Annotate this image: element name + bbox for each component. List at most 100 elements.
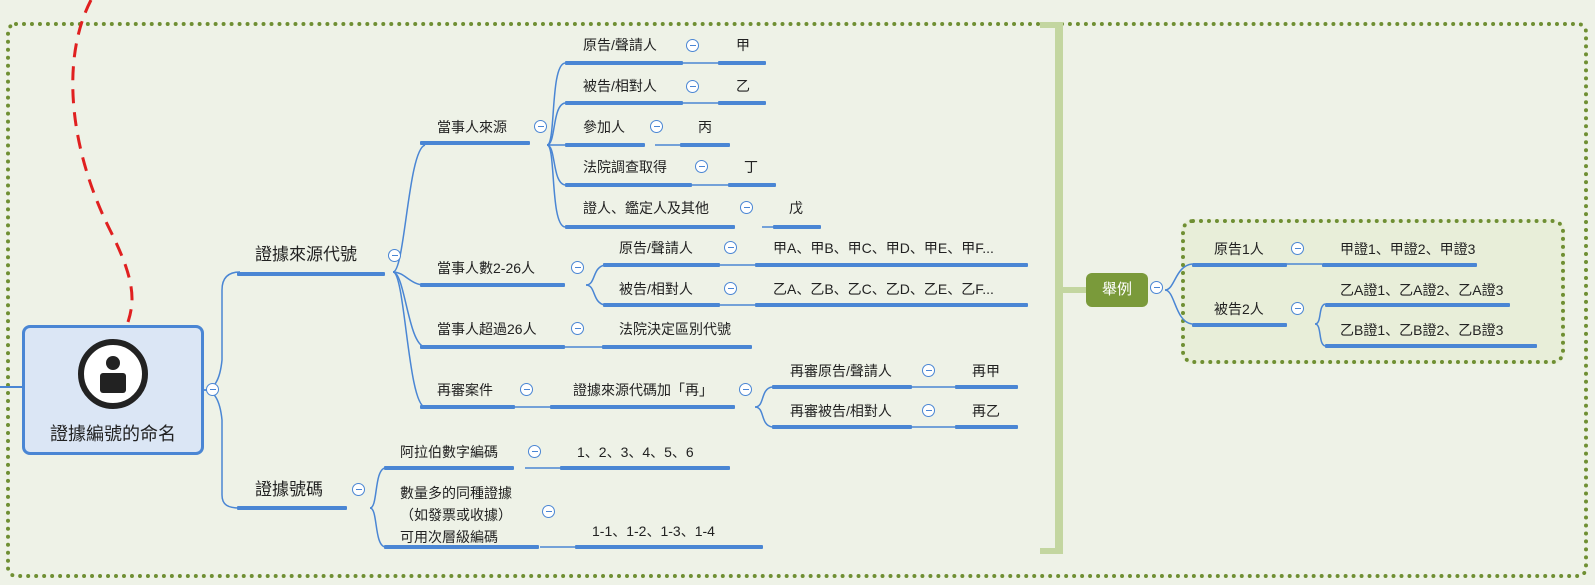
topic-underline	[718, 61, 766, 65]
collapse-retrial-sub[interactable]	[739, 383, 752, 396]
topic-underline	[773, 225, 821, 229]
collapse-evidence-number[interactable]	[352, 483, 365, 496]
topic-underline	[772, 425, 912, 429]
topic-party-count[interactable]: 當事人數2-26人	[437, 260, 536, 276]
topic-evidence-number[interactable]: 證據號碼	[255, 480, 323, 499]
party-count-item[interactable]: 原告/聲請人	[619, 240, 693, 256]
relationship-line	[71, 0, 134, 323]
party-source-item[interactable]: 參加人	[583, 119, 625, 135]
party-source-item[interactable]: 證人、鑑定人及其他	[583, 200, 709, 216]
summary-bracket	[1055, 22, 1063, 554]
party-count-item[interactable]: 被告/相對人	[619, 281, 693, 297]
topic-underline	[420, 405, 515, 409]
retrial-item[interactable]: 再審被告/相對人	[790, 403, 892, 419]
collapse-item[interactable]	[724, 282, 737, 295]
topic-underline	[420, 141, 530, 145]
topic-underline	[755, 303, 1028, 307]
example-defendant-value[interactable]: 乙A證1、乙A證2、乙A證3	[1340, 282, 1504, 298]
collapse-item[interactable]	[740, 201, 753, 214]
topic-underline	[237, 506, 347, 510]
collapse-item[interactable]	[686, 80, 699, 93]
topic-underline	[420, 283, 565, 287]
collapse-root[interactable]	[206, 383, 219, 396]
collapse-item[interactable]	[724, 241, 737, 254]
topic-underline	[420, 345, 565, 349]
topic-underline	[603, 263, 720, 267]
party-source-item[interactable]: 法院調查取得	[583, 159, 667, 175]
collapse-example[interactable]	[1150, 281, 1163, 294]
collapse-item[interactable]	[922, 364, 935, 377]
retrial-sub-topic[interactable]: 證據來源代碼加「再」	[573, 382, 713, 398]
collapse-example-defendant[interactable]	[1291, 302, 1304, 315]
topic-underline	[575, 545, 763, 549]
topic-underline	[1325, 303, 1510, 307]
summary-bracket-top	[1040, 22, 1063, 28]
party-code[interactable]: 戊	[789, 200, 803, 216]
retrial-code[interactable]: 再甲	[972, 363, 1000, 379]
topic-underline	[755, 263, 1028, 267]
topic-underline	[384, 466, 514, 470]
example-topic[interactable]: 舉例	[1086, 273, 1148, 307]
topic-underline	[565, 143, 645, 147]
topic-underline	[565, 225, 735, 229]
party-count-code[interactable]: 甲A、甲B、甲C、甲D、甲E、甲F...	[773, 240, 994, 256]
collapse-item[interactable]	[686, 39, 699, 52]
topic-arabic[interactable]: 阿拉伯數字編碼	[400, 444, 498, 460]
party-source-item[interactable]: 原告/聲請人	[583, 37, 657, 53]
topic-underline	[955, 425, 1018, 429]
collapse-arabic[interactable]	[528, 445, 541, 458]
topic-over-26[interactable]: 當事人超過26人	[437, 321, 537, 337]
collapse-retrial[interactable]	[520, 383, 533, 396]
collapse-sublevel[interactable]	[542, 505, 555, 518]
collapse-item[interactable]	[695, 160, 708, 173]
topic-underline	[565, 183, 692, 187]
topic-underline	[680, 143, 730, 147]
party-code[interactable]: 丙	[698, 119, 712, 135]
topic-underline	[1192, 263, 1287, 267]
example-plaintiff[interactable]: 原告1人	[1214, 241, 1264, 257]
sublevel-value[interactable]: 1-1、1-2、1-3、1-4	[592, 523, 715, 539]
topic-underline	[565, 61, 683, 65]
example-boundary-frame	[1181, 219, 1565, 364]
collapse-item[interactable]	[650, 120, 663, 133]
example-defendant-value[interactable]: 乙B證1、乙B證2、乙B證3	[1340, 322, 1504, 338]
retrial-code[interactable]: 再乙	[972, 403, 1000, 419]
root-title: 證據編號的命名	[50, 424, 176, 444]
example-plaintiff-value[interactable]: 甲證1、甲證2、甲證3	[1340, 241, 1476, 257]
topic-underline	[1322, 263, 1477, 267]
boundary-frame	[6, 22, 1588, 578]
topic-underline	[565, 101, 683, 105]
party-code[interactable]: 甲	[736, 37, 750, 53]
topic-source-code[interactable]: 證據來源代號	[255, 245, 357, 264]
party-count-code[interactable]: 乙A、乙B、乙C、乙D、乙E、乙F...	[773, 281, 994, 297]
topic-underline	[603, 303, 720, 307]
topic-underline	[772, 385, 912, 389]
arabic-value[interactable]: 1、2、3、4、5、6	[577, 444, 694, 460]
retrial-item[interactable]: 再審原告/聲請人	[790, 363, 892, 379]
example-defendant[interactable]: 被告2人	[1214, 301, 1264, 317]
collapse-example-plaintiff[interactable]	[1291, 242, 1304, 255]
root-topic[interactable]: 證據編號的命名	[22, 325, 204, 455]
party-source-item[interactable]: 被告/相對人	[583, 78, 657, 94]
topic-underline	[560, 466, 730, 470]
topic-party-source[interactable]: 當事人來源	[437, 119, 507, 135]
topic-sublevel[interactable]: 數量多的同種證據 （如發票或收據） 可用次層級編碼	[400, 485, 512, 545]
topic-underline	[384, 545, 539, 549]
topic-retrial[interactable]: 再審案件	[437, 382, 493, 398]
topic-underline	[1325, 344, 1537, 348]
topic-underline	[602, 345, 752, 349]
collapse-party-source[interactable]	[534, 120, 547, 133]
collapse-item[interactable]	[922, 404, 935, 417]
party-code[interactable]: 丁	[744, 159, 758, 175]
party-code[interactable]: 乙	[736, 78, 750, 94]
topic-underline	[718, 101, 766, 105]
collapse-source-code[interactable]	[388, 249, 401, 262]
topic-underline	[955, 385, 1018, 389]
topic-underline	[550, 405, 735, 409]
over-26-value[interactable]: 法院決定區別代號	[619, 321, 731, 337]
topic-underline	[237, 272, 385, 276]
collapse-over-26[interactable]	[571, 322, 584, 335]
topic-underline	[728, 183, 776, 187]
summary-bracket-bottom	[1040, 548, 1063, 554]
collapse-party-count[interactable]	[571, 261, 584, 274]
